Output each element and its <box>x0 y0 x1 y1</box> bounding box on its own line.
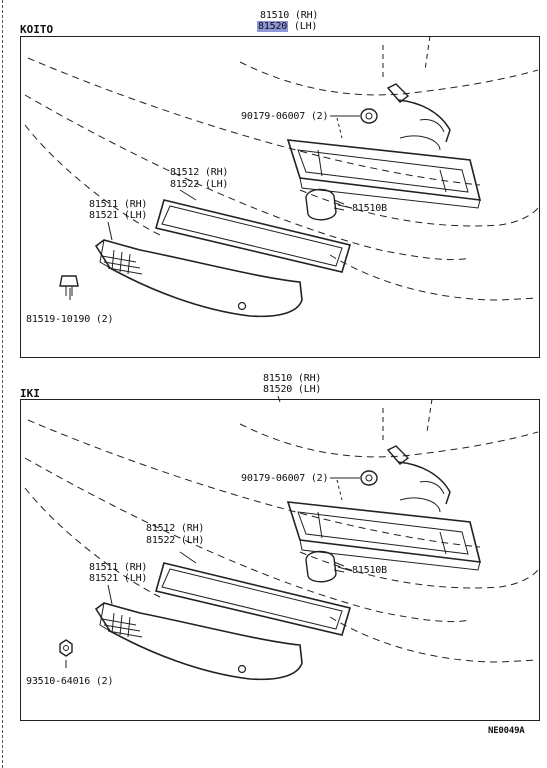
koito-label-lens-pad-rh: 81512 (RH) <box>170 167 229 178</box>
section-title-iki: IKI <box>20 387 40 400</box>
koito-label-lens-rh: 81511 (RH) <box>89 199 148 210</box>
top-header-part-rh: 81510 (RH) <box>260 10 319 21</box>
top-header-part-lh: 81520 (LH) <box>257 21 318 32</box>
iki-label-nut: 93510-64016 (2) <box>26 676 114 687</box>
perforation-edge <box>2 0 3 768</box>
iki-label-bulb: 81510B <box>352 565 387 576</box>
koito-label-gasket: 90179-06007 (2) <box>241 111 329 122</box>
diagram-reference-code: NE0049A <box>488 726 525 736</box>
section-title-koito: KOITO <box>20 23 54 36</box>
iki-label-lens-rh: 81511 (RH) <box>89 562 148 573</box>
iki-label-lens-pad-rh: 81512 (RH) <box>146 523 205 534</box>
iki-label-lens-pad-lh: 81522 (LH) <box>146 535 205 546</box>
koito-label-lens-lh: 81521 (LH) <box>89 210 148 221</box>
iki-label-lens-lh: 81521 (LH) <box>89 573 148 584</box>
iki-header-part-lh: 81520 (LH) <box>263 384 322 395</box>
koito-label-screw: 81519-10190 (2) <box>26 314 114 325</box>
koito-label-bulb: 81510B <box>352 203 387 214</box>
iki-header-part-rh: 81510 (RH) <box>263 373 322 384</box>
koito-label-lens-pad-lh: 81522 (LH) <box>170 179 229 190</box>
iki-label-gasket: 90179-06007 (2) <box>241 473 329 484</box>
panel-iki <box>20 399 540 721</box>
highlighted-part-number[interactable]: 81520 <box>257 21 289 32</box>
